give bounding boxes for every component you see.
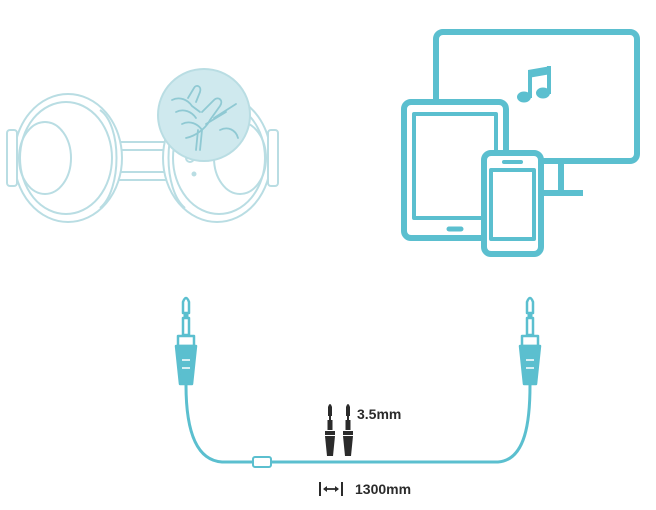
- connector-size-label: 3.5mm: [357, 406, 402, 422]
- music-note-icon: [517, 66, 551, 103]
- smartphone-icon: [481, 150, 544, 257]
- audio-jack-icon: [325, 404, 353, 456]
- right-plug-icon: [518, 296, 542, 386]
- length-arrow-icon: [319, 482, 343, 496]
- left-plug-icon: [174, 296, 198, 386]
- audio-cable: [184, 384, 532, 468]
- plug-in-hand-icon: [157, 68, 251, 162]
- cable-length-label: 1300mm: [355, 481, 412, 497]
